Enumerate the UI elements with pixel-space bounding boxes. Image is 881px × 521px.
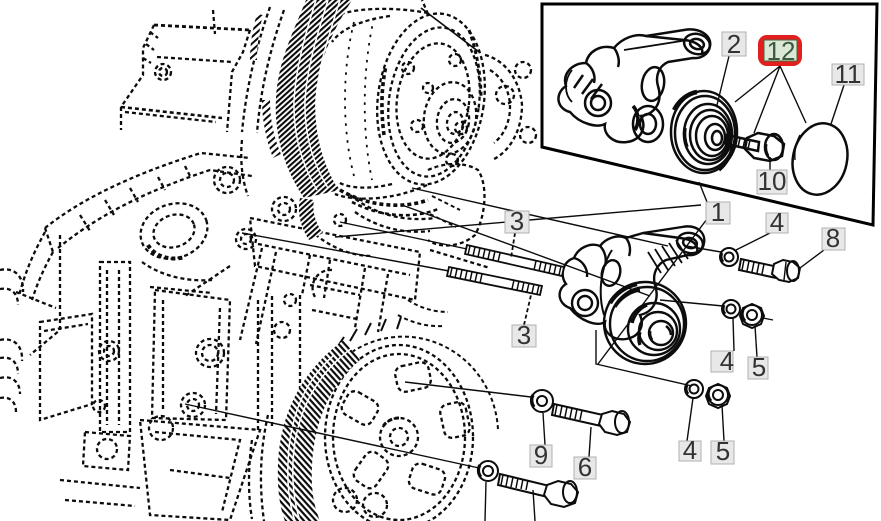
svg-text:4: 4 bbox=[683, 435, 697, 465]
svg-text:9: 9 bbox=[534, 440, 548, 470]
svg-text:12: 12 bbox=[767, 36, 796, 66]
svg-text:11: 11 bbox=[835, 59, 862, 89]
svg-text:6: 6 bbox=[578, 452, 592, 482]
svg-text:5: 5 bbox=[752, 352, 766, 382]
svg-text:5: 5 bbox=[716, 436, 730, 466]
svg-text:3: 3 bbox=[510, 206, 524, 236]
svg-text:1: 1 bbox=[711, 197, 725, 227]
svg-text:3: 3 bbox=[517, 320, 531, 350]
svg-text:4: 4 bbox=[720, 346, 734, 376]
svg-text:8: 8 bbox=[826, 223, 840, 253]
svg-text:10: 10 bbox=[758, 166, 787, 196]
svg-text:4: 4 bbox=[770, 207, 784, 237]
svg-text:2: 2 bbox=[727, 29, 741, 59]
